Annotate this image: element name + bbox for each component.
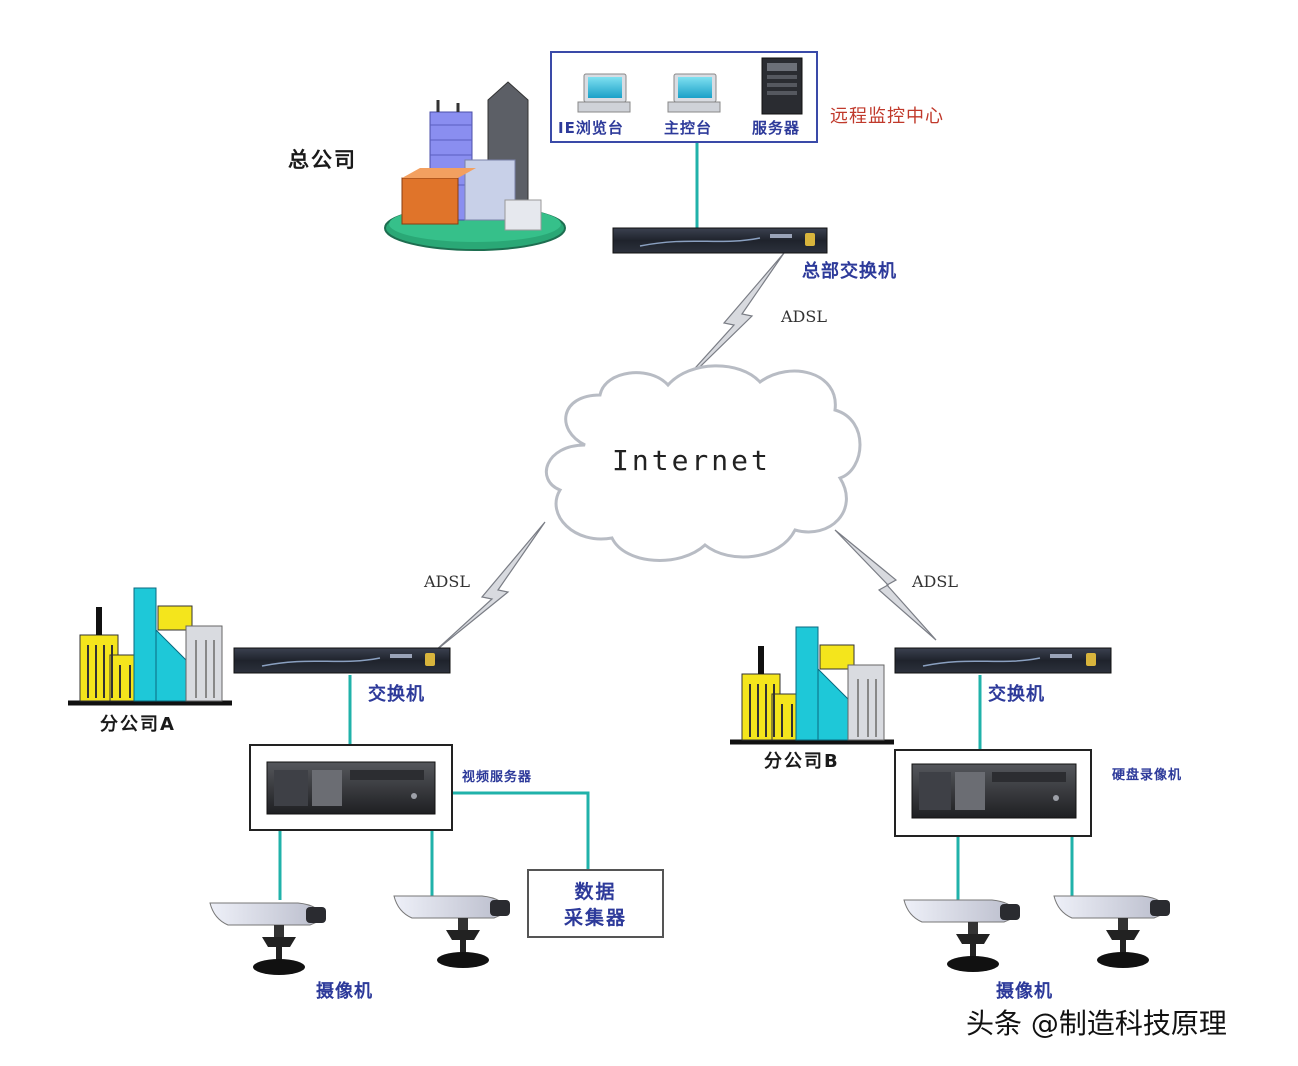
branch-a-name-label: 分公司A — [100, 714, 176, 735]
video-server-label: 视频服务器 — [462, 770, 533, 785]
branch-a-building-icon — [68, 587, 232, 706]
camera-icon-a1 — [209, 902, 326, 975]
main-console-label: 主控台 — [664, 119, 713, 137]
branch-b-name-label: 分公司B — [764, 751, 840, 772]
branch-a-switch-label: 交换机 — [368, 684, 425, 705]
server-label: 服务器 — [752, 119, 801, 137]
ie-browser-label: IE浏览台 — [558, 119, 624, 137]
ie-browser-computer-icon — [577, 73, 631, 113]
adsl-label-a: ADSL — [424, 572, 470, 591]
data-collector-label-line2: 采集器 — [563, 907, 627, 929]
branch-b-switch-label: 交换机 — [988, 684, 1045, 705]
branch-b-switch-icon — [894, 647, 1112, 674]
video-server-icon — [266, 761, 436, 815]
main-console-computer-icon — [667, 73, 721, 113]
watermark-text: 头条 @制造科技原理 — [966, 1007, 1227, 1040]
server-tower-icon — [761, 57, 803, 115]
branch-b-camera-label: 摄像机 — [996, 981, 1053, 1002]
hq-switch-icon — [612, 227, 828, 254]
internet-label: Internet — [612, 444, 771, 477]
internet-cloud — [544, 364, 862, 562]
hq-switch-label: 总部交换机 — [802, 261, 897, 282]
data-collector-box — [527, 869, 664, 938]
camera-icon-b2 — [1053, 895, 1170, 968]
branch-a-camera-label: 摄像机 — [316, 981, 373, 1002]
adsl-label-hq: ADSL — [781, 307, 827, 326]
adsl-label-b: ADSL — [912, 572, 958, 591]
hard-disk-recorder-label: 硬盘录像机 — [1112, 768, 1183, 783]
data-collector-label-line1: 数据 — [574, 881, 617, 903]
headquarters-building-icon — [384, 81, 566, 251]
branch-b-building-icon — [730, 626, 894, 745]
camera-icon-a2 — [393, 895, 510, 968]
connector-lines — [278, 143, 1074, 900]
hq-name-label: 总公司 — [288, 148, 357, 172]
server-a-to-collector-line — [452, 791, 590, 870]
monitor-center-label: 远程监控中心 — [830, 106, 944, 127]
hard-disk-recorder-icon — [911, 763, 1077, 819]
adsl-link-b — [834, 529, 937, 641]
camera-icon-b1 — [903, 899, 1020, 972]
branch-a-switch-icon — [233, 647, 451, 674]
